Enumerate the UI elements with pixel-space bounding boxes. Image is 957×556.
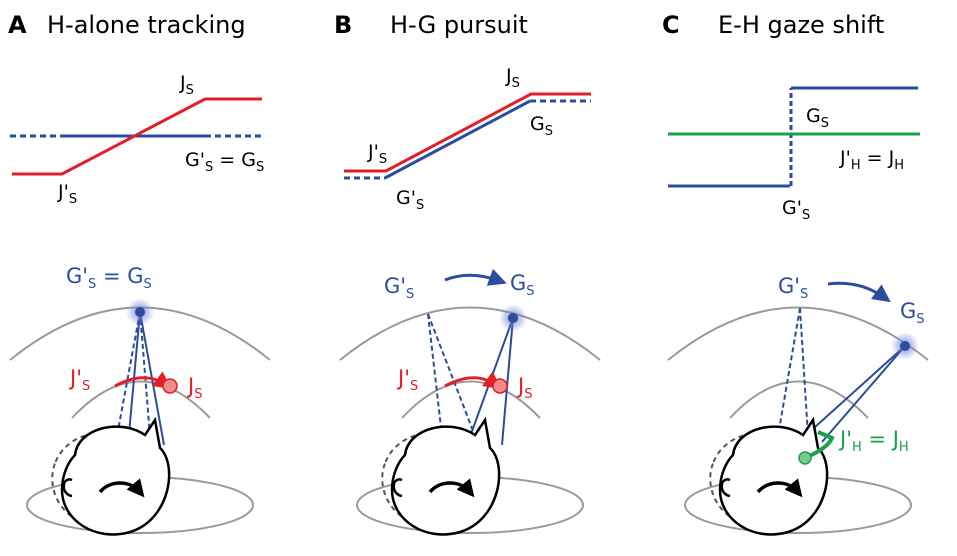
- panel-letter-a: A: [8, 11, 27, 39]
- head-diagram-b: G'S GS J'S JS: [339, 268, 601, 536]
- label-js: JS: [179, 72, 194, 98]
- inner-arc: [71, 380, 211, 419]
- head-outline: [390, 416, 501, 536]
- head-rotation-arrow: [428, 478, 475, 498]
- panel-title-a: H-alone tracking: [47, 11, 246, 39]
- gaze-line-initial-left: [116, 311, 141, 437]
- head-diagram-c: G'S GS J'H = JH: [667, 274, 929, 536]
- target-motion-arrow: [114, 371, 172, 390]
- label-js: JS: [505, 65, 520, 91]
- label-jps: J'S: [367, 141, 387, 167]
- gaze-target-dot: [135, 307, 145, 317]
- head-outline: [718, 416, 829, 536]
- gaze-line-initial-right: [427, 313, 476, 437]
- head-marker-dot: [798, 451, 812, 465]
- target-trace: [344, 92, 591, 173]
- panel-letter-b: B: [334, 11, 352, 39]
- trace-diagram-b: JS GS J'S G'S: [344, 65, 591, 213]
- outer-arc: [339, 306, 601, 361]
- gaze-line-final-right: [501, 317, 514, 446]
- ear-icon: [62, 478, 73, 498]
- label-gs-bottom: GS: [900, 299, 925, 327]
- head-outline: [60, 416, 171, 536]
- label-gps: G'S: [396, 187, 424, 213]
- gaze-target-dot: [508, 313, 518, 323]
- trace-diagram-a: JS J'S G'S = GS: [10, 72, 264, 207]
- ear-icon: [720, 478, 731, 498]
- label-jps-bottom: J'S: [68, 366, 90, 394]
- panel-title-b: H-G pursuit: [390, 11, 528, 39]
- label-jph-eq-jh: J'H = JH: [839, 147, 904, 173]
- panel-a: A H-alone tracking JS J'S G'S = GS: [8, 11, 271, 536]
- gaze-line-initial-left: [427, 313, 443, 437]
- gaze-motion-arrow: [444, 268, 507, 286]
- head-rotation-arrow: [98, 478, 145, 498]
- label-jps: J'S: [57, 181, 77, 207]
- head-diagram-a: G'S = GS J'S JS: [9, 264, 271, 536]
- label-js-bottom: JS: [516, 374, 532, 402]
- inner-arc: [729, 380, 869, 419]
- head-rotation-arrow: [756, 478, 803, 498]
- panel-c: C E-H gaze shift GS J'H = JH G'S: [662, 11, 929, 536]
- label-gps-bottom: G'S: [384, 274, 414, 302]
- label-jph-eq-jh-bottom: J'H = JH: [838, 427, 909, 455]
- label-gps: G'S: [782, 197, 810, 223]
- label-gps-eq-gs: G'S = GS: [185, 149, 264, 175]
- gaze-trace: [384, 99, 531, 180]
- target-motion-arrow: [444, 371, 502, 390]
- label-gps-bottom: G'S: [778, 274, 808, 302]
- label-gs-bottom: GS: [510, 271, 535, 299]
- ear-icon: [392, 478, 403, 498]
- panel-title-c: E-H gaze shift: [718, 11, 884, 39]
- panel-b: B H-G pursuit JS GS J'S G'S: [334, 11, 601, 536]
- outer-arc: [667, 306, 929, 361]
- target-dot: [162, 378, 178, 394]
- gaze-line-initial-right: [139, 311, 151, 437]
- label-gs: GS: [806, 105, 829, 131]
- gaze-line-initial-left: [777, 307, 801, 437]
- target-dot: [492, 378, 508, 394]
- label-js-bottom: JS: [186, 374, 202, 402]
- label-jps-bottom: J'S: [396, 366, 418, 394]
- gaze-motion-arrow: [827, 281, 891, 303]
- label-gs: GS: [530, 113, 553, 139]
- trace-diagram-c: GS J'H = JH G'S: [668, 86, 920, 223]
- gaze-line-final-right: [821, 345, 906, 443]
- target-trace: [12, 97, 262, 176]
- inner-arc: [401, 380, 541, 419]
- panel-letter-c: C: [662, 11, 680, 39]
- gaze-line-final-left: [804, 345, 906, 437]
- gaze-target-dot: [900, 341, 910, 351]
- gaze-line-initial-right: [799, 307, 809, 437]
- label-gps-eq-gs-bottom: G'S = GS: [66, 264, 152, 292]
